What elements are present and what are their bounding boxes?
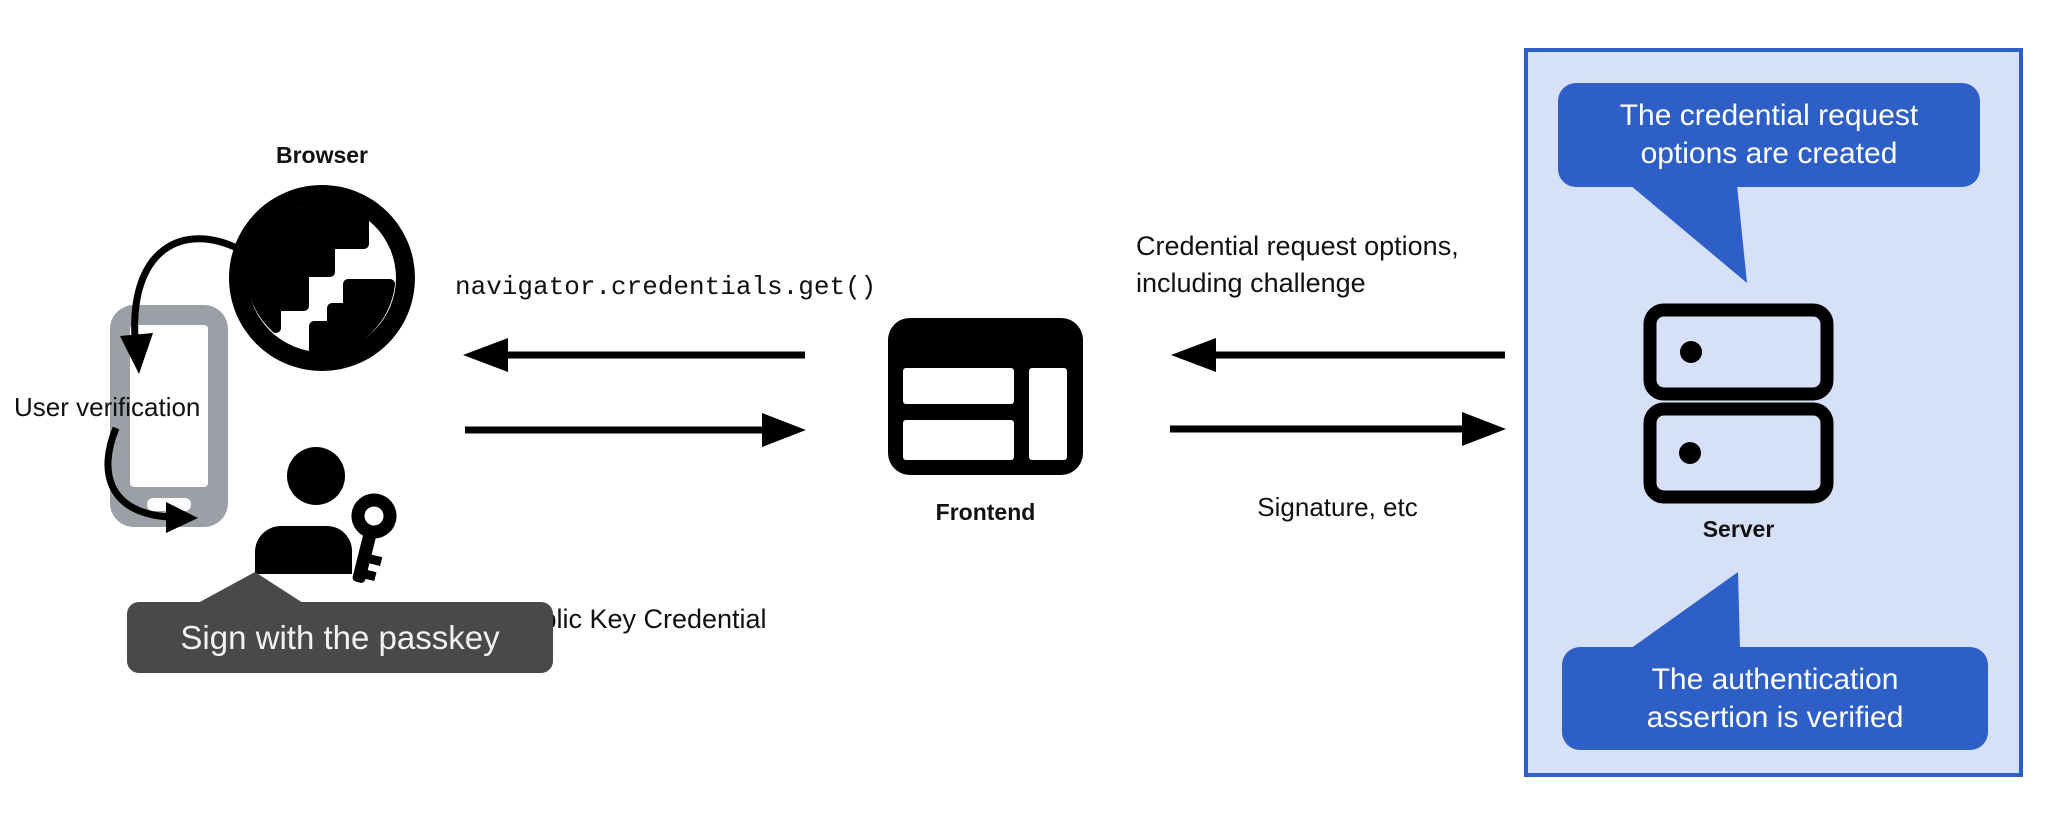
credential-request-label: Credential request options, including ch… xyxy=(1136,231,1459,298)
curved-arrow-browser-to-phone xyxy=(120,235,241,374)
bubble-assertion-verified: The authentication assertion is verified xyxy=(1562,647,1988,750)
bubble-bottom-tail xyxy=(1630,572,1740,649)
frontend-window-icon xyxy=(888,318,1083,475)
browser-label: Browser xyxy=(275,142,369,168)
sign-with-passkey-text: Sign with the passkey xyxy=(180,618,500,656)
arrow-browser-to-frontend xyxy=(465,413,806,447)
navigator-credentials-code: navigator.credentials.get() xyxy=(455,272,877,302)
arrow-frontend-to-server xyxy=(1170,412,1506,446)
arrow-server-to-frontend xyxy=(1171,338,1505,372)
globe-icon xyxy=(229,185,415,371)
user-verification-label: User verification xyxy=(14,392,201,422)
curved-arrow-phone-to-person xyxy=(104,426,198,533)
server-icon xyxy=(1643,303,1834,504)
bubble-credential-request-created: The credential request options are creat… xyxy=(1558,83,1980,187)
person-key-icon xyxy=(255,447,397,583)
sign-with-passkey-tooltip: Sign with the passkey xyxy=(127,602,553,673)
signature-etc-label: Signature, etc xyxy=(1257,492,1418,522)
bubble-top-tail xyxy=(1630,185,1747,283)
tooltip-tail xyxy=(198,572,303,603)
frontend-label: Frontend xyxy=(935,499,1036,525)
arrow-frontend-to-browser xyxy=(463,338,805,372)
server-label: Server xyxy=(1702,516,1775,542)
